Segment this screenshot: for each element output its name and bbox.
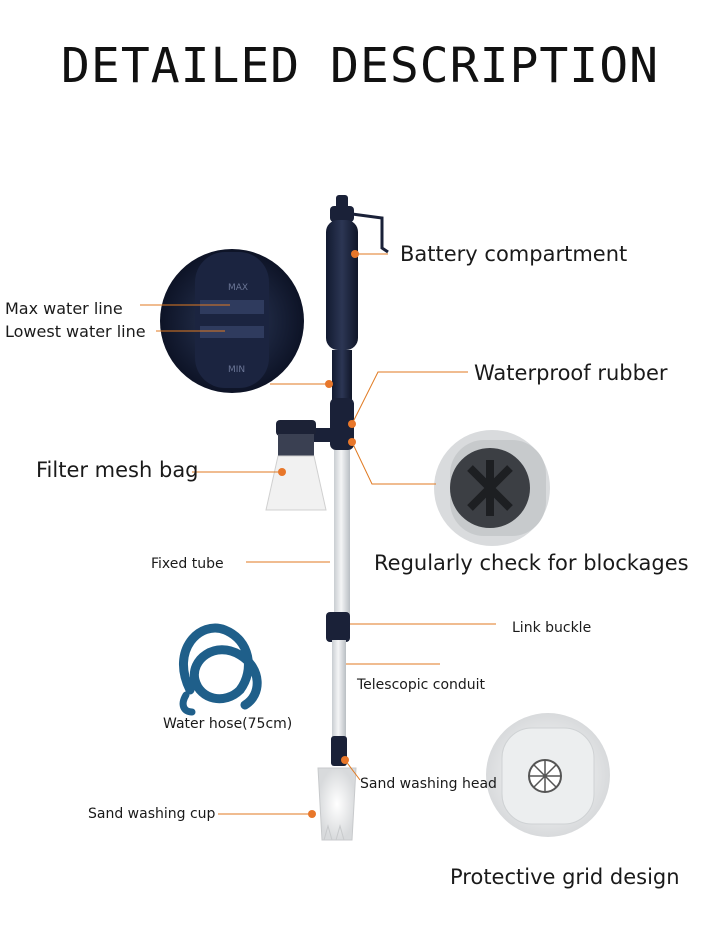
sand-washing-cup xyxy=(317,767,357,841)
protective-grid-zoom-image xyxy=(486,713,610,837)
protective-grid-label: Protective grid design xyxy=(450,865,680,889)
link-buckle-shape xyxy=(326,612,350,642)
battery-compartment-label: Battery compartment xyxy=(400,242,628,266)
blockage-check-label: Regularly check for blockages xyxy=(374,551,689,575)
blockage-zoom-image xyxy=(434,430,550,546)
svg-text:MAX: MAX xyxy=(228,283,248,293)
fixed-tube-label: Fixed tube xyxy=(151,556,224,572)
telescopic-conduit-shape xyxy=(332,640,346,740)
sand-washing-cup-label: Sand washing cup xyxy=(88,806,216,822)
pump-handle xyxy=(312,195,389,450)
lowest-water-line-label: Lowest water line xyxy=(5,322,146,341)
link-buckle-label: Link buckle xyxy=(512,620,592,636)
waterproof-rubber-label: Waterproof rubber xyxy=(474,361,668,385)
svg-text:MIN: MIN xyxy=(228,365,245,375)
max-water-line-label: Max water line xyxy=(5,299,123,318)
telescopic-conduit-label: Telescopic conduit xyxy=(357,677,486,693)
leader-dots xyxy=(278,250,359,818)
leader-lines xyxy=(140,253,496,815)
water-line-zoom-image: MAX MIN xyxy=(160,249,304,393)
sand-washing-head-label: Sand washing head xyxy=(360,776,497,792)
water-hose-image xyxy=(179,623,262,716)
page-title: DETAILED DESCRIPTION xyxy=(61,38,659,94)
water-hose-label: Water hose(75cm) xyxy=(163,716,293,732)
filter-mesh-bag-label: Filter mesh bag xyxy=(36,458,199,482)
fixed-tube-shape xyxy=(334,450,350,618)
